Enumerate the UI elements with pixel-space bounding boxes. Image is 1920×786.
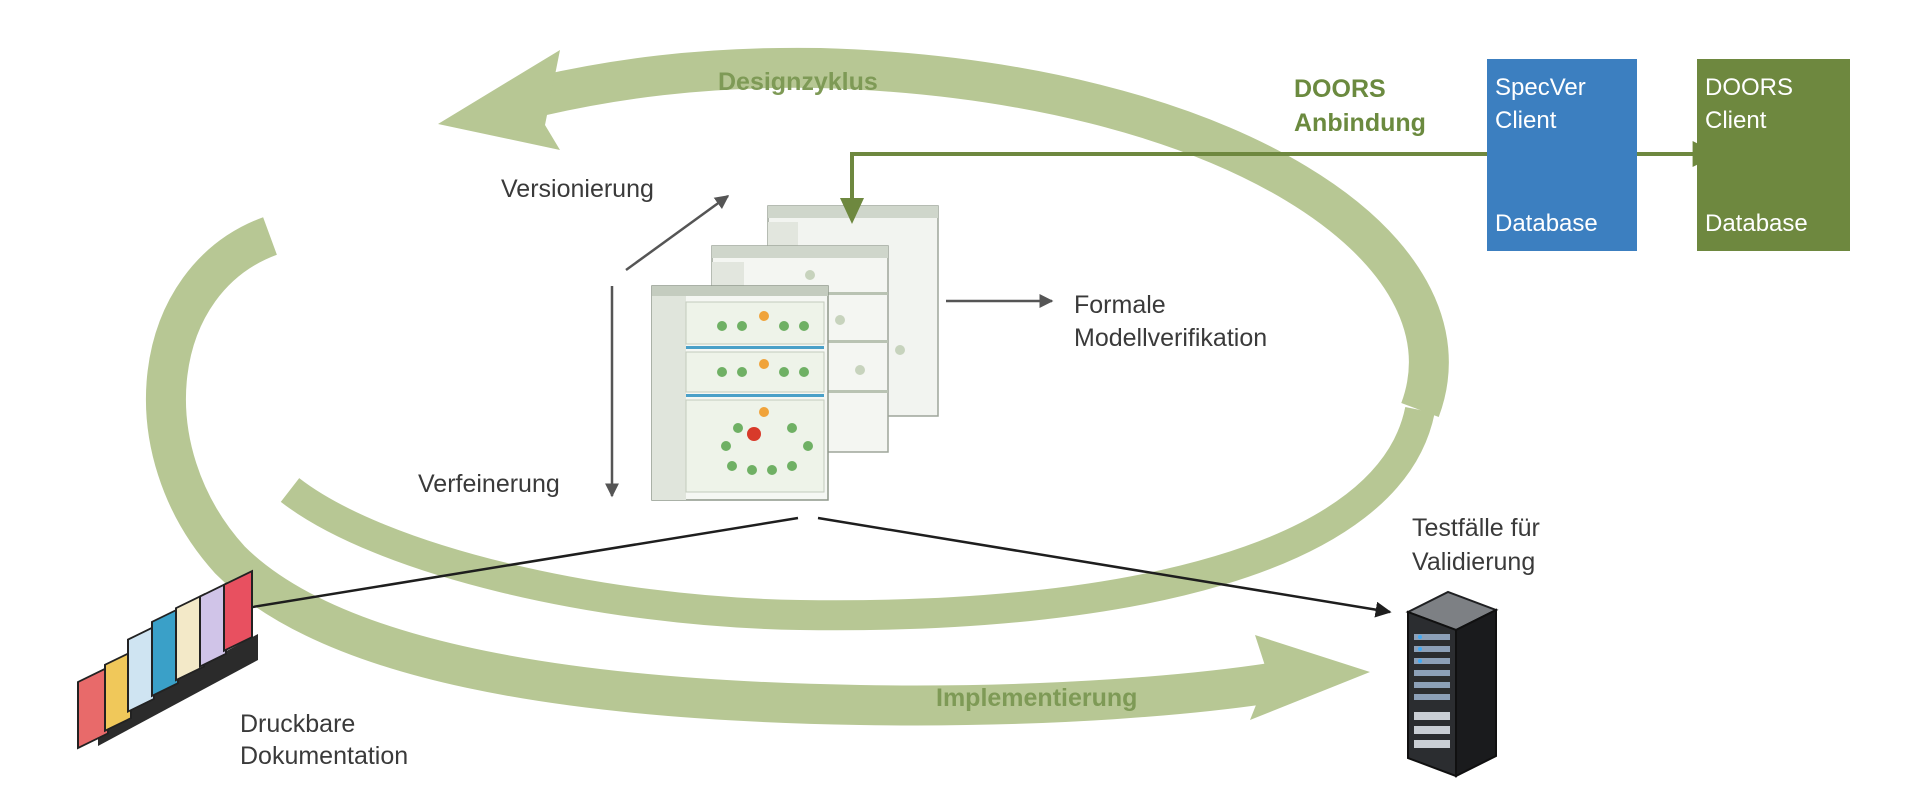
doors-database-label: Database [1705, 210, 1808, 237]
server-rack-icon [1405, 590, 1499, 778]
implementation-label: Implementierung [936, 684, 1138, 712]
book-stack-icon [77, 569, 258, 750]
doors-client-box: DOORS Client Database [1697, 59, 1850, 251]
design-cycle-label: Designzyklus [718, 68, 878, 96]
versioning-arrow [625, 194, 730, 272]
model-screenshot-stack-icon [651, 205, 939, 501]
tests-arrow [817, 516, 1392, 618]
refinement-label: Verfeinerung [418, 470, 560, 498]
doors-client-title: DOORS Client [1705, 74, 1794, 134]
docs-arrow [220, 516, 799, 618]
design-cycle-arrow [146, 47, 1449, 726]
cycle-arrowhead-top [438, 50, 560, 150]
doors-link-label-line1: DOORS [1294, 75, 1386, 103]
specver-client-title: SpecVer Client [1495, 74, 1586, 134]
doors-connector-arrow [850, 141, 1719, 210]
cycle-arrowhead-bottom [1250, 635, 1370, 720]
doors-connector-down-head [840, 198, 864, 224]
versioning-label: Versionierung [501, 175, 654, 203]
specver-database-label: Database [1495, 210, 1598, 237]
specver-client-box: SpecVer Client Database [1487, 59, 1637, 251]
doors-link-label-line2: Anbindung [1294, 109, 1426, 137]
